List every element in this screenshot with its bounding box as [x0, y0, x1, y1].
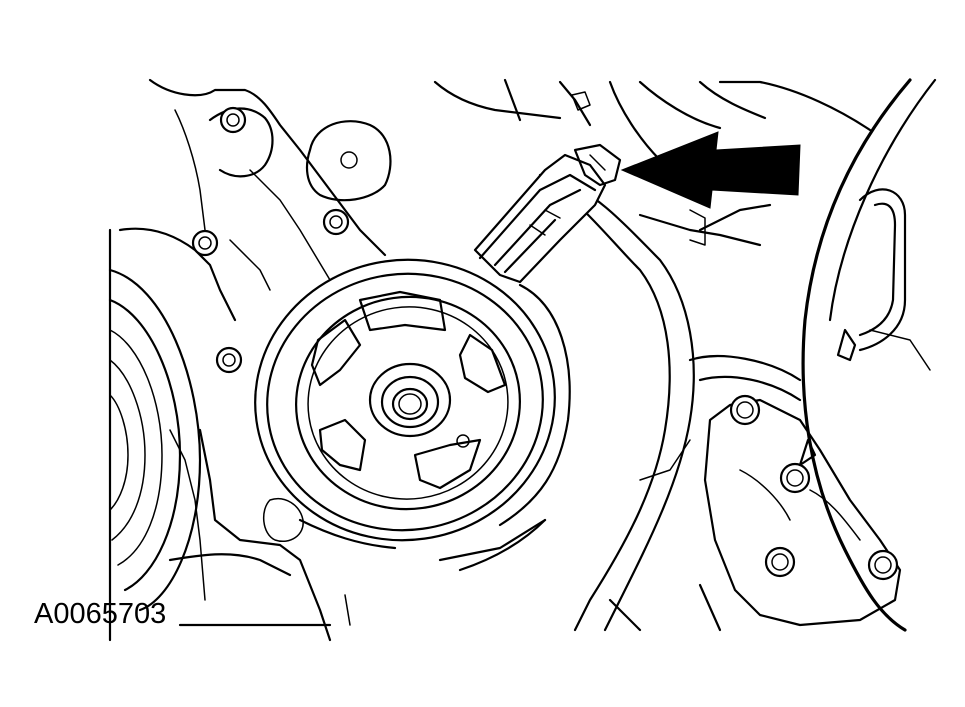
mount-bolt-2 [779, 438, 817, 494]
engine-front-cover [108, 78, 387, 642]
bolt-1 [219, 106, 247, 134]
bolt-2 [322, 208, 350, 236]
idler-boss [305, 120, 392, 202]
bolt-4 [215, 346, 243, 374]
mount-bolt-4 [867, 549, 899, 581]
bolt-3 [191, 229, 219, 257]
drive-belt [458, 173, 695, 632]
upper-components [433, 78, 872, 247]
transmission-bellhousing [801, 78, 937, 632]
crankshaft-pulley [108, 268, 202, 612]
arrow-icon [620, 131, 801, 209]
cover-bolts [191, 106, 350, 374]
mount-bolt-3 [764, 546, 796, 578]
lower-details [298, 518, 722, 632]
belt-clip-tool [473, 143, 622, 284]
mount-bolt-1 [729, 394, 761, 426]
figure-id-label: A0065703 [34, 598, 167, 630]
water-pump-pulley [254, 258, 556, 542]
pointer-arrow [620, 131, 801, 209]
mount-bracket [639, 354, 902, 627]
